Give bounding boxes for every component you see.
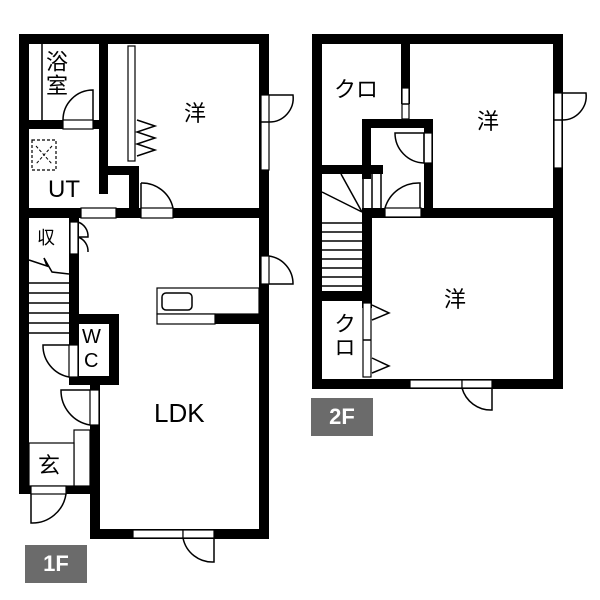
wall (312, 291, 372, 301)
staircase (321, 173, 382, 287)
floor2-plan (312, 34, 587, 411)
door-swing-icon[interactable] (140, 182, 174, 209)
door-swing-icon[interactable] (77, 236, 89, 253)
wall (362, 208, 563, 218)
ut-door-frame[interactable] (80, 207, 117, 219)
room-label-closet-bottom: クロ (330, 312, 355, 360)
wall (362, 208, 372, 308)
wall (424, 119, 433, 214)
door-swing-icon[interactable] (384, 182, 421, 209)
room-label-toilet-c: C (84, 350, 99, 372)
washer-icon (35, 145, 53, 165)
window (260, 94, 270, 171)
room-label-entrance: 玄 (38, 454, 61, 479)
wall (69, 376, 119, 385)
shoe-cabinet (73, 429, 91, 487)
stair-break-line (28, 257, 70, 275)
wall (259, 34, 269, 539)
wc-door-frame (68, 344, 79, 378)
wall (19, 120, 99, 129)
storage-door-frame (69, 221, 79, 255)
door-frame (384, 207, 422, 218)
room-label-bath: 浴室 (42, 50, 67, 98)
room-label-closet-top: クロ (334, 78, 379, 103)
wall (312, 34, 563, 44)
window (132, 529, 184, 539)
sink-icon (161, 292, 193, 311)
door-arrow-icon (371, 357, 391, 374)
staircase (29, 282, 69, 334)
wall (69, 314, 119, 324)
room-label-utility: UT (48, 176, 80, 203)
bath-door-frame (62, 119, 94, 130)
room-label-western-room-north: 洋 (477, 110, 500, 135)
door-frame (423, 132, 433, 164)
washer-space (31, 139, 57, 171)
window (260, 255, 270, 285)
wall (19, 34, 269, 44)
wall (109, 314, 119, 384)
door-swing-icon[interactable] (30, 493, 67, 524)
room-label-western-room-south: 洋 (444, 288, 467, 313)
door-frame (182, 529, 215, 539)
door-swing-icon[interactable] (60, 389, 91, 426)
hall-door-frame (89, 389, 100, 426)
wall (362, 119, 371, 179)
counter-edge (156, 313, 216, 325)
door-swing-icon[interactable] (461, 387, 493, 411)
wall (312, 165, 383, 174)
room-label-ldk: LDK (154, 398, 205, 428)
wall (362, 119, 433, 128)
floor1-plan (19, 34, 294, 563)
door-swing-icon[interactable] (62, 89, 94, 121)
room-label-storage: 収 (37, 228, 55, 249)
wall (312, 34, 322, 389)
door-swing-icon[interactable] (182, 537, 215, 563)
door-swing-icon[interactable] (394, 132, 425, 164)
wall (215, 314, 269, 324)
wall (99, 34, 108, 194)
floor-badge-2f: 2F (311, 398, 373, 436)
room-label-western-room: 洋 (184, 102, 207, 127)
door-swing-icon[interactable] (268, 94, 294, 123)
floor-badge-1f: 1F (25, 545, 87, 583)
entrance-door-frame (30, 485, 67, 495)
door-frame (461, 379, 493, 389)
door-swing-icon[interactable] (268, 255, 294, 285)
door-swing-icon[interactable] (77, 221, 89, 238)
door-swing-icon[interactable] (42, 344, 70, 378)
folding-door-icon (134, 119, 158, 157)
room-door-frame (140, 207, 174, 219)
wall (129, 166, 139, 216)
room-label-toilet-w: W (82, 326, 101, 348)
wall (69, 218, 79, 383)
closet-sliding-door[interactable] (127, 45, 136, 162)
door-swing-icon[interactable] (561, 92, 587, 121)
wall (90, 428, 100, 539)
window (553, 92, 563, 169)
wall (99, 166, 139, 175)
window (409, 379, 463, 389)
wall (401, 34, 410, 104)
door-arrow-icon (371, 304, 391, 321)
wall (19, 34, 29, 494)
entrance-step (28, 442, 75, 487)
